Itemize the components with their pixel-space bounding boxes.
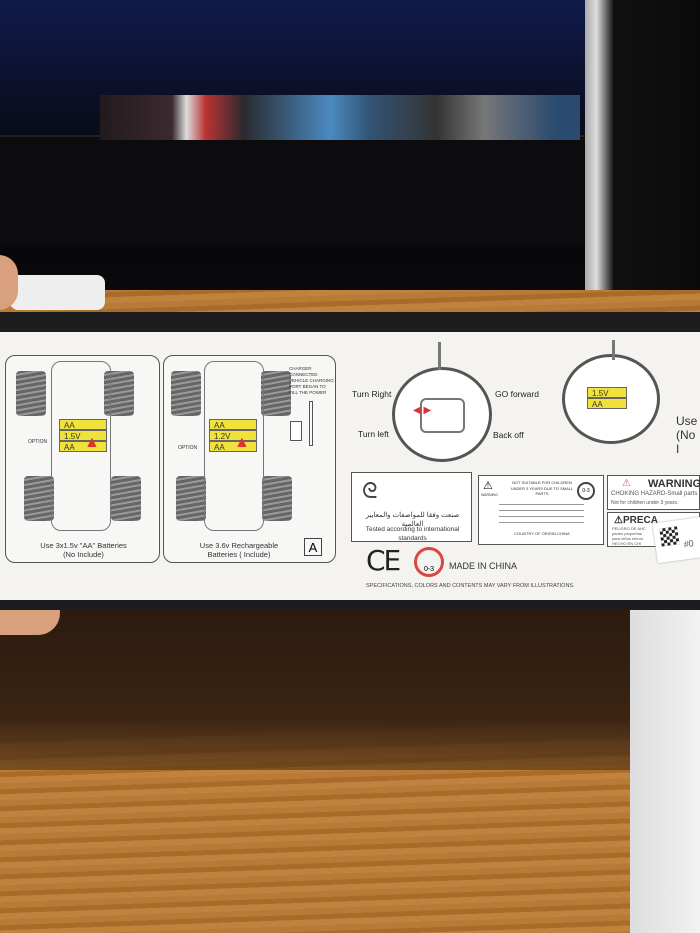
disclaimer: SPECIFICATIONS, COLORS AND CONTENTS MAY … <box>366 583 575 589</box>
antenna <box>612 340 615 360</box>
steering-wheel-diagram: ◀ ▶ <box>392 367 492 462</box>
caption-line: (No I <box>676 428 696 456</box>
standards-arabic: صنعت وفقا للمواصفات والمعايير العالمية <box>365 512 460 528</box>
panel-letter: A <box>304 538 322 556</box>
warning-line: CHOKING HAZARD-Small parts <box>611 491 698 497</box>
ce-mark-icon: CE <box>366 544 401 577</box>
arrow-up-icon: ▲ <box>234 434 250 451</box>
clothes-on-shelf <box>100 95 580 140</box>
text-line: HECHO EN CHI <box>612 541 642 546</box>
text-line: para niños menor <box>612 536 644 541</box>
qr-sticker: #0 <box>652 516 700 564</box>
battery: 1.2V <box>209 430 257 441</box>
warning-triangle-icon: ⚠ <box>483 480 493 492</box>
tire <box>176 476 206 521</box>
standards-box: ᘓ صنعت وفقا للمواصفات والمعايير العالمية… <box>351 472 472 542</box>
arrow-icon: ◀ ▶ <box>413 405 432 416</box>
battery: AA <box>209 441 257 452</box>
shelf <box>0 135 615 245</box>
remote-caption: Use(No I <box>676 414 700 456</box>
caption-line: Use <box>676 414 698 428</box>
age-warning-box: ⚠ WARNING NOT SUITABLE FOR CHILDREN UNDE… <box>478 475 604 545</box>
standards-english: Tested according to international standa… <box>365 526 460 542</box>
charger-icon <box>290 421 302 441</box>
battery: AA <box>59 419 107 430</box>
battery-diagram-aa: AA 1.5V AA ▲ OPTION Use 3x1.5v "AA" Batt… <box>5 355 160 563</box>
option-label: OPTION <box>28 439 48 445</box>
tire <box>111 476 141 521</box>
label-back-off: Back off <box>493 430 524 440</box>
country-of-origin: COUNTRY OF ORIGIN-CHINA <box>514 531 570 536</box>
choking-warning-box: ⚠ WARNING: CHOKING HAZARD-Small parts No… <box>607 475 700 510</box>
warning-title: WARNING: <box>648 478 700 490</box>
white-cloth <box>10 275 105 310</box>
age-restriction-icon: 0-3 <box>577 482 595 500</box>
battery-diagram-rechargeable: AA 1.2V AA ▲ OPTION CHARGER CONNECTED VE… <box>163 355 336 563</box>
antenna <box>438 342 441 370</box>
tire <box>24 476 54 521</box>
label-turn-right: Turn Right <box>352 389 392 399</box>
car-outline <box>204 361 264 531</box>
caption: Use 3x1.5v "AA" Batteries(No Include) <box>11 541 156 559</box>
tire <box>261 371 291 416</box>
white-surface <box>630 610 700 933</box>
remote-battery-diagram: 1.5V AA <box>562 354 660 444</box>
box-panel: AA 1.5V AA ▲ OPTION Use 3x1.5v "AA" Batt… <box>0 332 700 600</box>
caption-line: Use 3.6v Rechargeable <box>199 541 279 550</box>
made-in-china: MADE IN CHINA <box>449 561 518 571</box>
caption-line: (No Include) <box>63 550 104 559</box>
precaution-title: ⚠PRECA <box>614 515 658 526</box>
finger <box>0 255 18 310</box>
age-restriction-icon: 0-3 <box>414 547 444 577</box>
caption-line: Use 3x1.5v "AA" Batteries <box>40 541 127 550</box>
box-shadow <box>0 600 640 770</box>
wall-edge <box>585 0 700 310</box>
warning-label: WARNING <box>481 493 498 497</box>
option-label: OPTION <box>178 445 198 451</box>
battery: AA <box>209 419 257 430</box>
arabic-text-lines <box>499 504 584 526</box>
tire <box>262 476 292 521</box>
tire <box>171 371 201 416</box>
car-outline <box>51 361 111 531</box>
label-turn-left: Turn left <box>358 429 389 439</box>
age-label: 0-3 <box>423 566 435 573</box>
wall-socket-icon <box>309 401 313 446</box>
charger-note: CHARGER CONNECTED VEHICLE CHARGING PORT … <box>289 366 334 395</box>
tire <box>104 371 134 416</box>
wheel-hub <box>420 398 465 433</box>
battery: AA <box>587 398 627 409</box>
tire <box>16 371 46 416</box>
precaution-label: PRECA <box>622 515 658 526</box>
warning-line: Not for children under 3 years. <box>611 500 679 506</box>
text-line: PELIGRO DE AHC <box>612 526 646 531</box>
sticker-tag: #0 <box>682 538 695 550</box>
caption-line: Batteries ( Include) <box>207 550 271 559</box>
arrow-up-icon: ▲ <box>84 434 100 451</box>
text-line: partes pequeñas <box>612 531 642 536</box>
battery: 1.5V <box>59 430 107 441</box>
warning-title: NOT SUITABLE FOR CHILDREN UNDER 3 YEARS … <box>510 480 574 496</box>
battery: 1.5V <box>587 387 627 398</box>
certification-logo-icon: ᘓ <box>362 478 378 503</box>
battery: AA <box>59 441 107 452</box>
label-go-forward: GO forward <box>495 389 539 399</box>
warning-triangle-icon: ⚠ <box>622 478 631 489</box>
qr-code-icon <box>659 526 680 547</box>
